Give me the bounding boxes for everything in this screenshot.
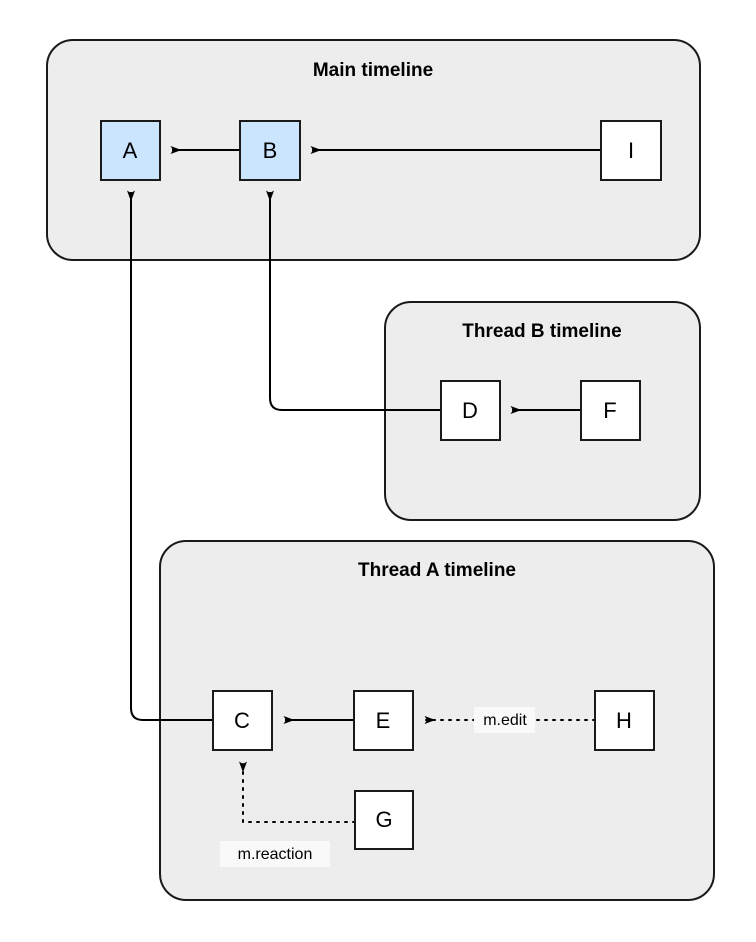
node-e-box (353, 690, 414, 751)
edge-d-to-b (266, 190, 441, 411)
node-d-label: D (462, 398, 478, 423)
node-f-label: F (603, 398, 616, 423)
node-h[interactable]: H (594, 690, 655, 751)
node-a[interactable]: A (100, 120, 161, 181)
node-i-label: I (628, 138, 634, 163)
node-g-box (354, 790, 414, 850)
edge-label-m-reaction-bg (220, 841, 330, 867)
node-h-box (594, 690, 655, 751)
node-g[interactable]: G (354, 790, 414, 850)
node-i-box (600, 120, 662, 181)
edge-label-m-reaction: m.reaction (220, 841, 330, 867)
edge-c-to-a (127, 190, 213, 721)
node-g-label: G (375, 807, 392, 832)
node-a-box (100, 120, 161, 181)
node-c[interactable]: C (212, 690, 273, 751)
node-d-box (440, 380, 501, 441)
edge-label-m-edit-text: m.edit (483, 712, 527, 729)
group-thread-b-timeline-title: Thread B timeline (462, 321, 621, 342)
node-f[interactable]: F (580, 380, 641, 441)
edge-label-m-edit-bg (474, 707, 535, 733)
node-d[interactable]: D (440, 380, 501, 441)
edge-label-m-reaction-text: m.reaction (238, 846, 313, 863)
group-thread-a-timeline-title: Thread A timeline (358, 560, 516, 581)
node-c-label: C (234, 708, 250, 733)
node-f-box (580, 380, 641, 441)
node-c-box (212, 690, 273, 751)
node-e[interactable]: E (353, 690, 414, 751)
group-main-timeline-title: Main timeline (313, 60, 433, 81)
node-b-box (239, 120, 301, 181)
node-e-label: E (376, 708, 391, 733)
node-b-label: B (263, 138, 278, 163)
edge-label-m-edit: m.edit (474, 707, 535, 733)
node-h-label: H (616, 708, 632, 733)
node-b[interactable]: B (239, 120, 301, 181)
node-i[interactable]: I (600, 120, 662, 181)
node-a-label: A (123, 138, 138, 163)
edge-g-to-c (239, 761, 356, 823)
